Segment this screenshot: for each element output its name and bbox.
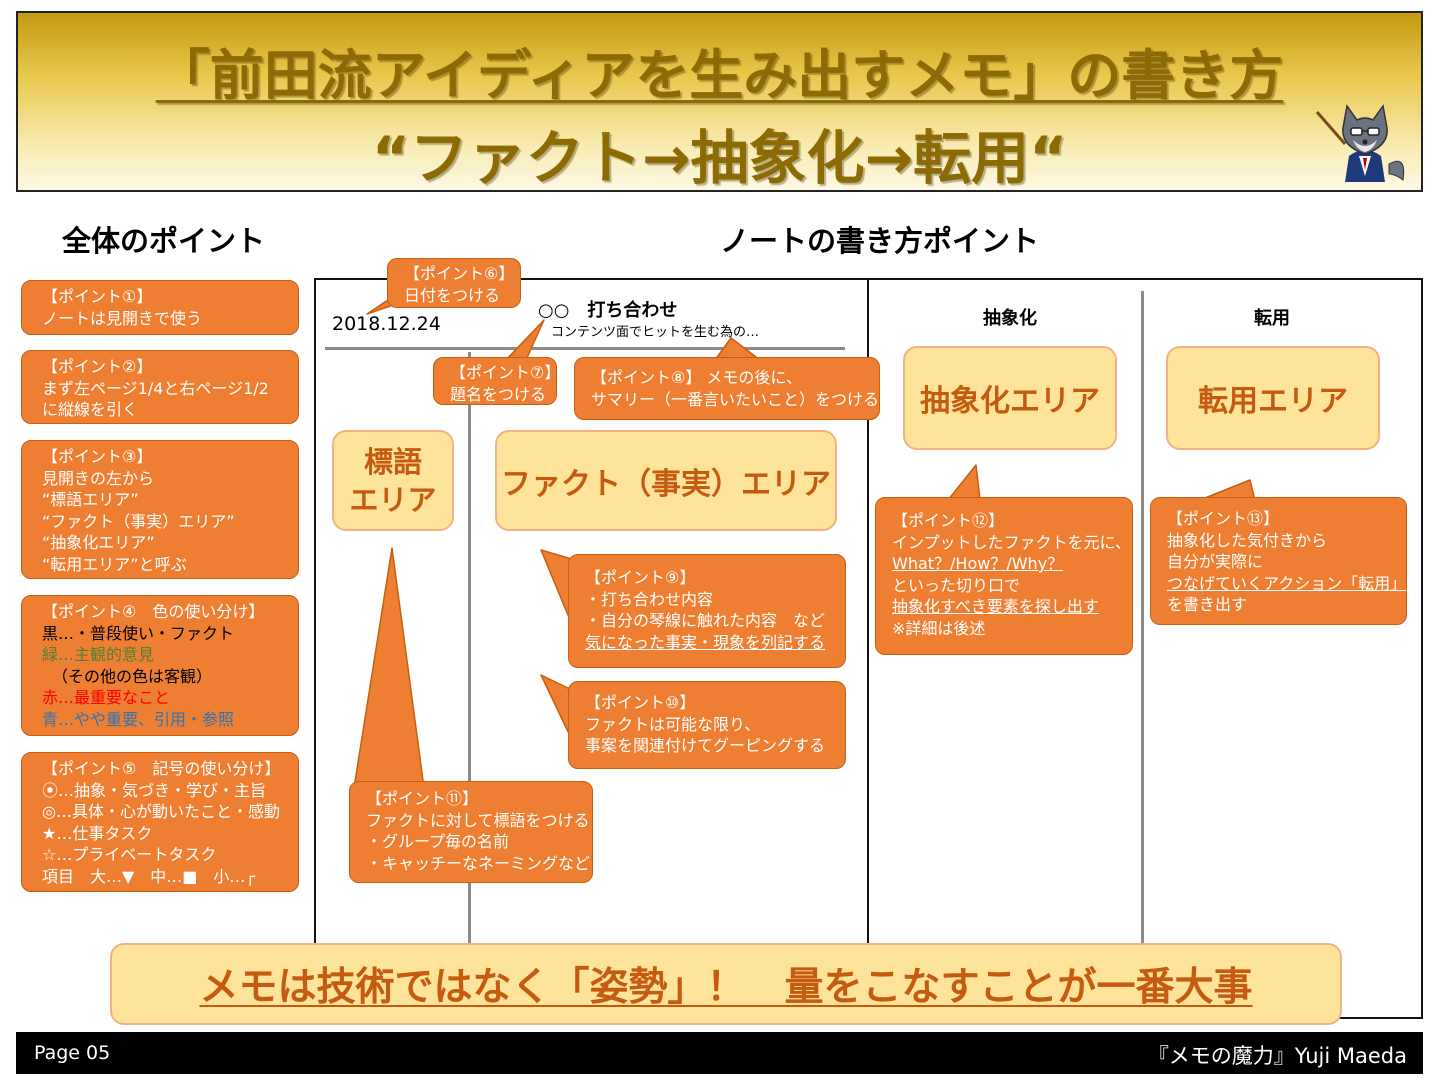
point-1-box: 【ポイント①】 ノートは見開きで使う [21,280,299,335]
point-9-callout: 【ポイント⑨】 ・打ち合わせ内容 ・自分の琴線に触れた内容 など 気になった事実… [568,554,846,668]
slogan-area: 標語 エリア [332,430,454,531]
point-2-box: 【ポイント②】 まず左ページ1/4と右ページ1/2 に縦線を引く [21,350,299,424]
summary-text: コンテンツ面でヒットを生む為の… [551,325,760,340]
meeting-title: ○○ 打ち合わせ [538,300,678,321]
point-6-callout: 【ポイント⑥】 日付をつける [387,258,521,308]
point-4-box: 【ポイント④ 色の使い分け】 黒…・普段使い・ファクト 緑…主観的意見 （その他… [21,595,299,736]
abstract-column-heading: 抽象化 [983,308,1037,329]
note-date: 2018.12.24 [332,313,441,335]
point-11-callout: 【ポイント⑪】 ファクトに対して標語をつける ・グループ毎の名前 ・キャッチーな… [349,781,593,883]
point-10-callout: 【ポイント⑩】 ファクトは可能な限り、 事案を関連付けてグーピングする [568,681,846,769]
overall-points-heading: 全体のポイント [62,224,266,258]
abstract-area: 抽象化エリア [903,346,1117,450]
point-3-box: 【ポイント③】 見開きの左から “標語エリア” “ファクト（事実）エリア” “抽… [21,440,299,579]
page-number: Page 05 [34,1042,111,1064]
fact-area: ファクト（事実）エリア [495,430,837,531]
wolf-mascot-icon [1315,104,1405,182]
footer-credit: 『メモの魔力』Yuji Maeda [1147,1044,1407,1068]
title-banner: 「前田流アイディアを生み出すメモ」の書き方 “ファクト→抽象化→転用“ [16,11,1423,192]
right-page-divider [1141,291,1144,943]
transfer-area: 転用エリア [1166,346,1380,450]
page-title: 「前田流アイディアを生み出すメモ」の書き方 [155,44,1284,107]
point-13-callout: 【ポイント⑬】 抽象化した気付きから 自分が実際に つなげていくアクション「転用… [1150,497,1407,625]
page-subtitle: “ファクト→抽象化→転用“ [371,124,1068,192]
point-5-box: 【ポイント⑤ 記号の使い分け】 ⦿…抽象・気づき・学び・主旨 ◎…具体・心が動い… [21,752,299,892]
spread-center-line [867,279,869,943]
left-page-divider [468,352,471,944]
point-12-callout: 【ポイント⑫】 インプットしたファクトを元に、 What？/How？/Why？ … [875,497,1133,655]
transfer-column-heading: 転用 [1254,308,1290,329]
header-rule [325,347,845,350]
key-message-banner: メモは技術ではなく「姿勢」！ 量をこなすことが一番大事 [110,943,1342,1025]
footer-bar: Page 05 『メモの魔力』Yuji Maeda [16,1032,1423,1074]
point-7-callout: 【ポイント⑦】 題名をつける [433,357,560,405]
note-points-heading: ノートの書き方ポイント [720,224,1040,258]
point-8-callout: 【ポイント⑧】 メモの後に、 サマリー（一番言いたいこと）をつける [574,357,880,420]
